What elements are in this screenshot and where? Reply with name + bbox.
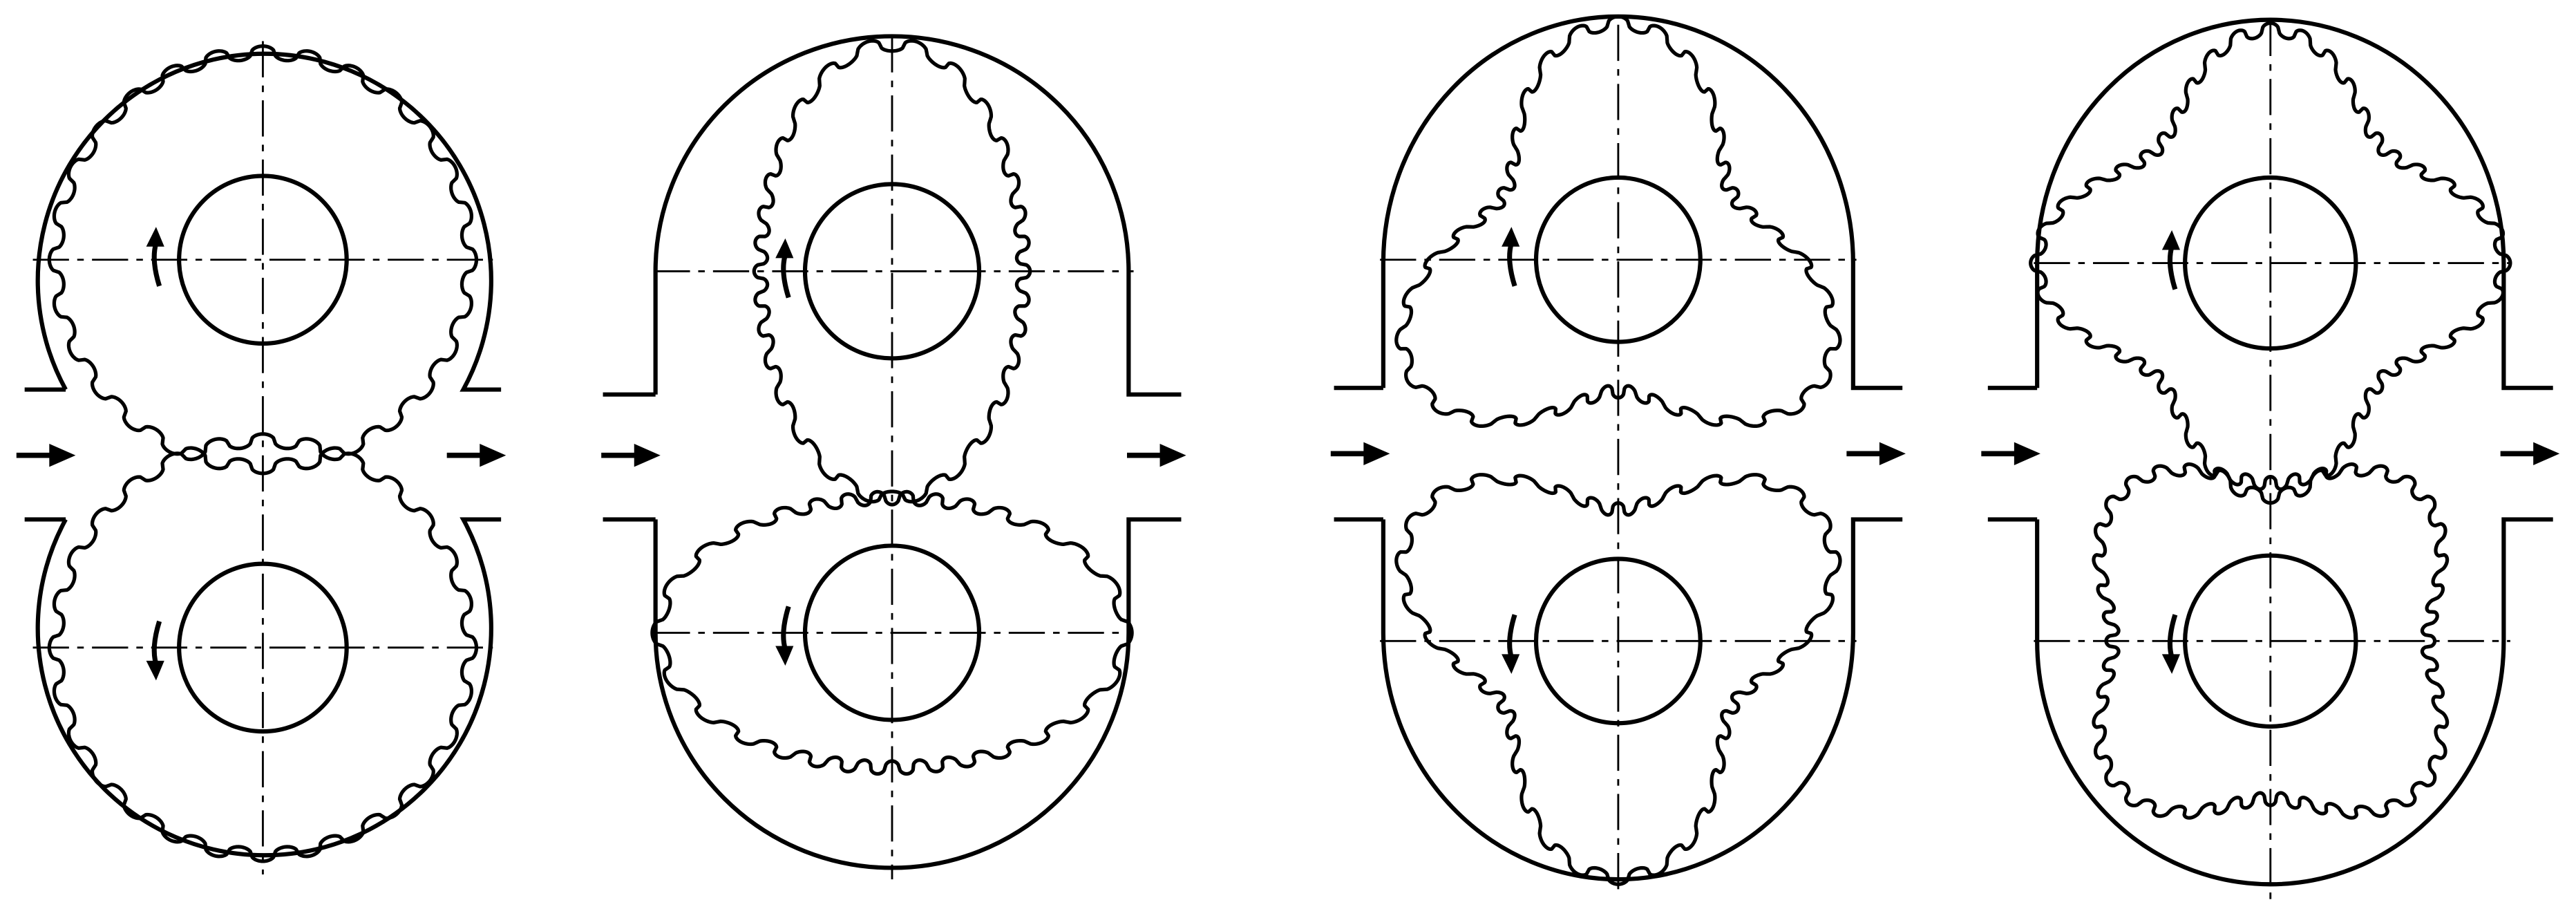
- rotation-arrow-icon: [146, 227, 164, 247]
- rotation-arrow-icon-arc: [781, 254, 791, 299]
- arrow-right-icon: [49, 444, 76, 467]
- rotation-arrow-icon-arc: [2167, 245, 2178, 290]
- rotation-arrow-icon: [146, 660, 164, 681]
- rotation-arrow-icon-arc: [781, 606, 791, 650]
- arrow-right-icon: [634, 444, 661, 467]
- pump-triangular-gears: [1330, 14, 1906, 896]
- arrow-right-icon: [2014, 442, 2040, 465]
- pump-elliptical-lower-casing: [653, 517, 1182, 870]
- pump-circular-casing: [24, 51, 502, 858]
- pump-circular-upper-gear-hub: [177, 174, 349, 346]
- rotation-arrow-icon: [1502, 654, 1520, 674]
- rotation-arrow-icon-arc: [1507, 242, 1517, 287]
- arrow-right-icon: [2533, 442, 2560, 465]
- pump-square-upper-casing: [2035, 17, 2553, 391]
- pump-square-lower-casing: [2035, 517, 2553, 887]
- rotation-arrow-icon: [775, 238, 794, 259]
- rotation-arrow-icon: [2161, 654, 2181, 674]
- pump-square-upper-gear-teeth: [2029, 21, 2512, 505]
- rotation-arrow-icon-arc: [2167, 614, 2178, 659]
- pump-elliptical-upper-gear-teeth: [752, 39, 1032, 504]
- pump-triangular-lower-casing: [1381, 517, 1903, 882]
- pump-elliptical-gears: [601, 34, 1186, 880]
- rotation-arrow-icon-arc: [151, 242, 162, 287]
- arrow-right-icon: [1879, 442, 1906, 465]
- pump-elliptical-upper-casing: [653, 34, 1182, 397]
- pump-triangular-upper-casing: [1381, 14, 1903, 391]
- rotation-arrow-icon: [2161, 229, 2181, 250]
- pump-square-gears: [1981, 17, 2560, 901]
- rotation-arrow-icon: [775, 646, 794, 666]
- rotation-arrow-icon-arc: [151, 620, 162, 665]
- pump-elliptical-lower-gear-teeth: [650, 489, 1134, 776]
- arrow-right-icon: [1363, 442, 1390, 465]
- pump-circular-gears: [16, 41, 506, 874]
- arrow-right-icon: [1159, 444, 1186, 467]
- rotation-arrow-icon: [1502, 227, 1520, 247]
- arrow-right-icon: [480, 444, 506, 467]
- rotation-arrow-icon-arc: [1507, 614, 1517, 659]
